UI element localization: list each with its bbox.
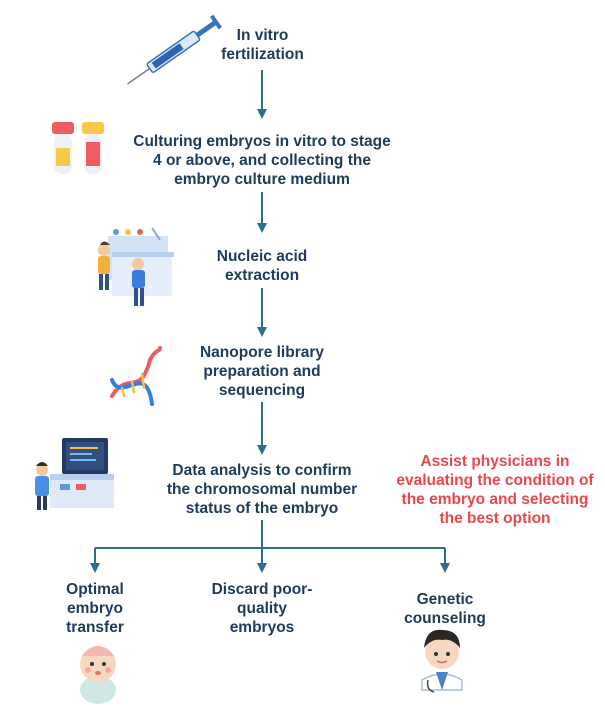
step-data-analysis: Data analysis to confirm the chromosomal… xyxy=(150,461,374,518)
step-nanopore-sequencing: Nanopore library preparation and sequenc… xyxy=(172,343,352,400)
step-in-vitro-fertilization: In vitro fertilization xyxy=(190,26,335,64)
step-line: embryo culture medium xyxy=(174,171,350,188)
step-line: preparation and xyxy=(203,363,321,380)
outcome-genetic-counseling: Genetic counseling xyxy=(390,590,500,628)
outcome-line: transfer xyxy=(66,619,124,636)
physician-assist-note: Assist physicians in evaluating the cond… xyxy=(388,452,602,528)
step-line: status of the embryo xyxy=(185,500,339,517)
baby-icon xyxy=(80,646,116,704)
lab-workers-icon xyxy=(98,227,174,306)
step-line: the chromosomal number xyxy=(166,481,358,498)
computer-operator-icon xyxy=(35,438,114,510)
step-line: Nanopore library xyxy=(199,344,325,361)
outcome-line: Genetic xyxy=(416,591,474,608)
step-line: 4 or above, and collecting the xyxy=(153,152,371,169)
note-line: Assist physicians in xyxy=(420,453,570,470)
note-line: evaluating the condition of xyxy=(396,472,594,489)
step-line: sequencing xyxy=(218,382,306,399)
step-line: Nucleic acid xyxy=(216,248,308,265)
step-culturing-embryos: Culturing embryos in vitro to stage 4 or… xyxy=(112,132,412,189)
outcome-line: Optimal xyxy=(66,581,124,598)
note-line: the best option xyxy=(439,510,551,527)
step-line: Data analysis to confirm xyxy=(172,462,352,479)
outcome-line: embryos xyxy=(229,619,295,636)
step-line: Culturing embryos in vitro to stage xyxy=(133,133,391,150)
outcome-optimal-embryo-transfer: Optimal embryo transfer xyxy=(45,580,145,637)
outcome-discard-poor-quality-embryos: Discard poor- quality embryos xyxy=(195,580,329,637)
outcome-line: counseling xyxy=(404,610,486,627)
step-line: fertilization xyxy=(221,46,304,63)
step-line: extraction xyxy=(224,267,300,284)
test-tubes-icon xyxy=(52,122,104,174)
outcome-line: embryo xyxy=(67,600,123,617)
note-line: the embryo and selecting xyxy=(401,491,589,508)
doctor-icon xyxy=(421,629,463,693)
step-line: In vitro xyxy=(236,27,289,44)
outcome-line: Discard poor- xyxy=(211,581,313,598)
syringe-icon xyxy=(127,14,222,85)
dna-icon xyxy=(110,346,162,406)
outcome-line: quality xyxy=(237,600,287,617)
step-nucleic-acid-extraction: Nucleic acid extraction xyxy=(182,247,342,285)
